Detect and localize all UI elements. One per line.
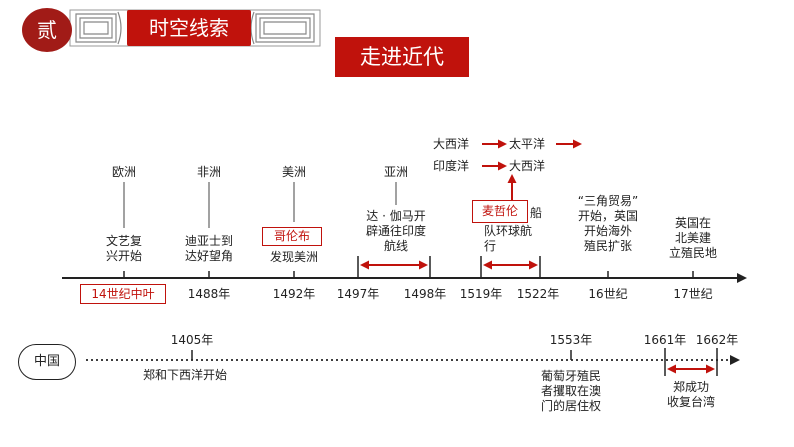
event-renaissance: 文艺复 兴开始 [105,234,142,263]
magellan-name-box: 麦哲伦 [472,200,528,223]
event-magellan-line3: 行 [484,239,497,253]
event-magellan-line2: 队环球航 [484,224,533,238]
event-triangle-trade: “三角贸易” 开始，英国 开始海外 殖民扩张 [577,194,639,253]
tick-1498: 1498年 [403,287,447,301]
tick-1522: 1522年 [516,287,560,301]
china-tick-1661: 1661年 [643,333,687,347]
continent-europe: 欧洲 [111,165,136,179]
event-magellan-line1: 船 [530,206,543,220]
continent-america: 美洲 [281,165,306,179]
event-portugal-macau: 葡萄牙殖民 者攫取在澳 门的居住权 [540,369,601,413]
china-tick-1405: 1405年 [170,333,214,347]
china-tick-1662: 1662年 [695,333,739,347]
event-zheng-he: 郑和下西洋开始 [143,368,228,382]
route2-from: 印度洋 [433,159,470,173]
columbus-name-box: 哥伦布 [262,227,322,246]
china-axis-ticks [191,348,718,376]
event-british-america: 英国在 北美建 立殖民地 [668,216,717,260]
section-seal: 贰 [22,8,72,52]
continent-africa: 非洲 [196,165,221,179]
tick-16th-century: 16世纪 [588,287,628,301]
tick-17th-century: 17世纪 [673,287,713,301]
continent-connectors [123,182,397,228]
tick-1519: 1519年 [459,287,503,301]
tick-1492: 1492年 [272,287,316,301]
event-gama: 达 · 伽马开 辟通往印度 航线 [365,209,426,253]
china-tick-1553: 1553年 [549,333,593,347]
tick-14th-century: 14世纪中叶 [80,284,166,304]
era-title: 走进近代 [335,37,469,77]
tick-1488: 1488年 [187,287,231,301]
section-title: 时空线索 [127,10,251,46]
route1-from: 大西洋 [433,137,470,151]
event-dias: 迪亚士到 达好望角 [184,234,233,263]
route1-to: 太平洋 [509,137,546,151]
world-axis-ticks [123,256,694,278]
route2-to: 大西洋 [509,159,546,173]
tick-1497: 1497年 [336,287,380,301]
continent-asia: 亚洲 [383,165,408,179]
china-label: 中国 [18,344,76,380]
event-columbus: 发现美洲 [269,250,318,264]
event-zheng-chenggong: 郑成功 收复台湾 [666,380,715,409]
